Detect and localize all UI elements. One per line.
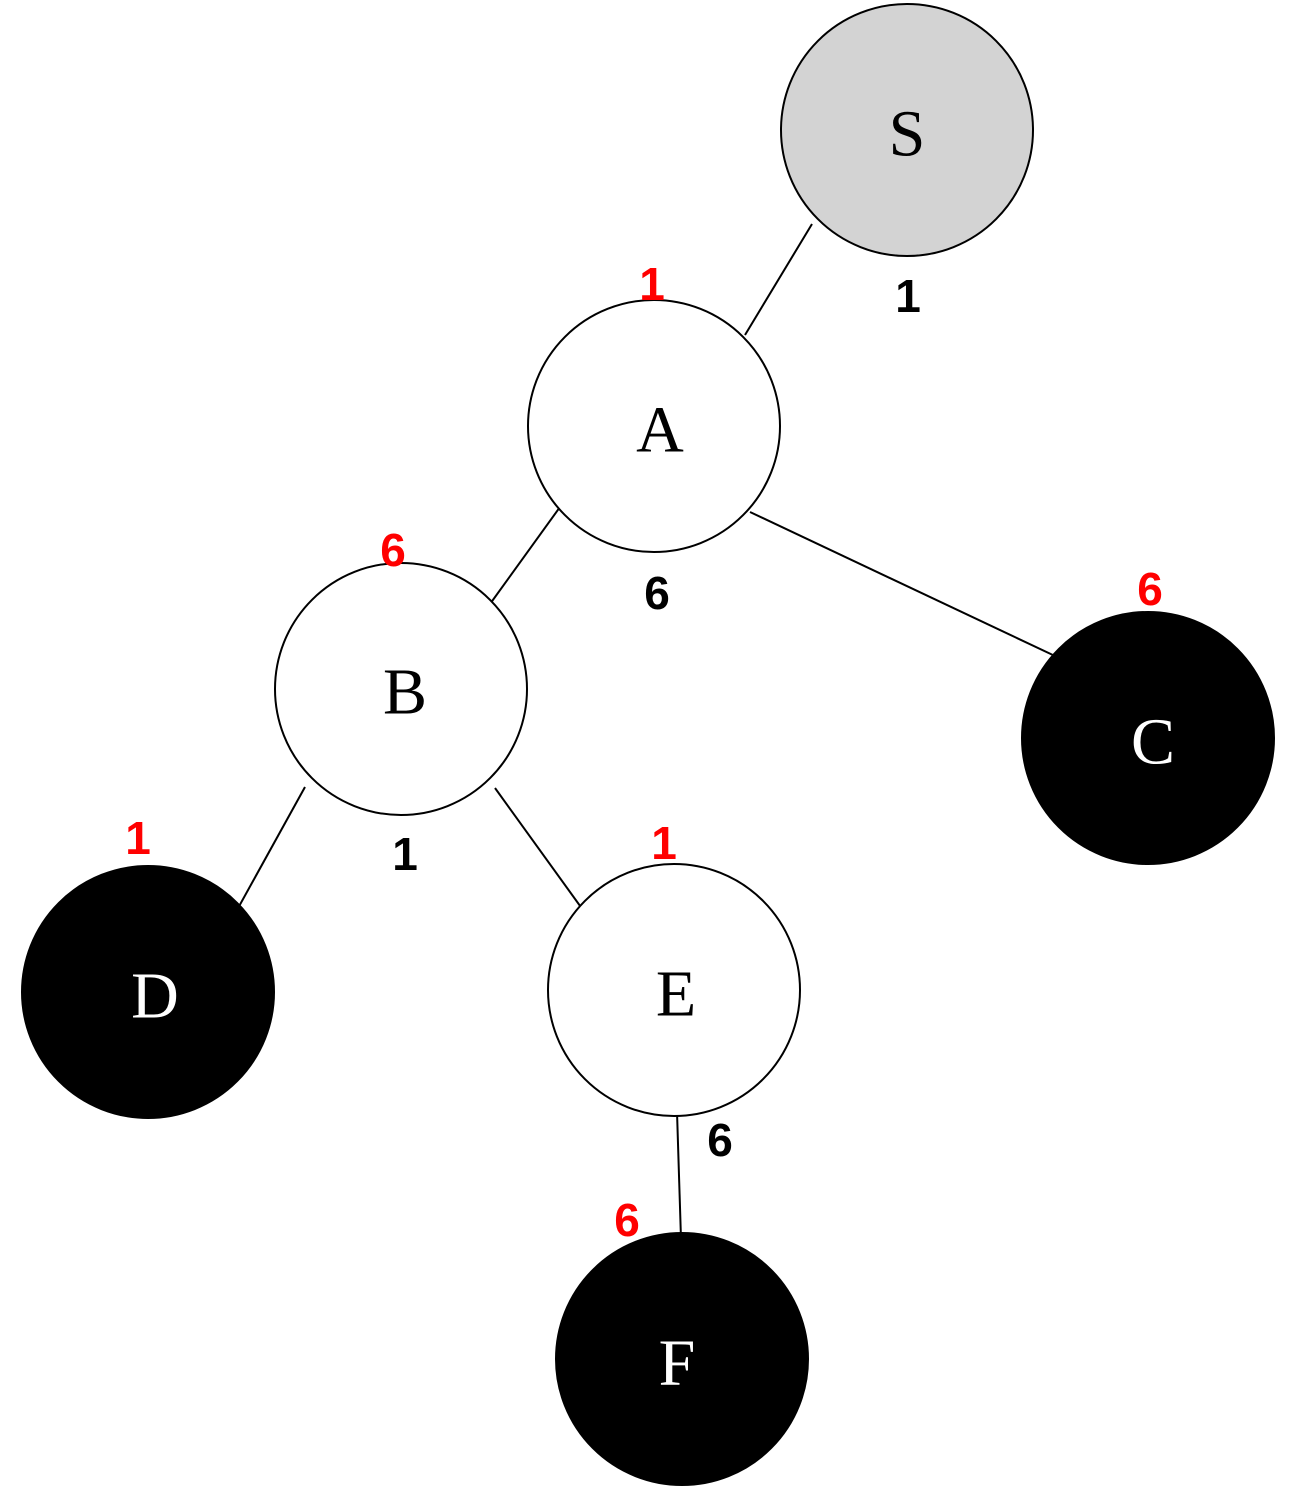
node-d: D xyxy=(21,865,275,1119)
node-c-circle xyxy=(1021,611,1275,865)
edge-a-c xyxy=(749,511,1056,657)
node-d-label: D xyxy=(131,960,179,1033)
node-s: S xyxy=(780,3,1034,257)
node-b: B xyxy=(274,562,528,816)
node-a-label: A xyxy=(636,394,684,467)
weight-e-black: 6 xyxy=(707,1114,733,1166)
weights: 1 1 6 6 1 6 1 1 6 6 xyxy=(125,258,1163,1246)
weight-s-black: 1 xyxy=(895,270,921,322)
node-b-circle xyxy=(274,562,528,816)
node-s-label: S xyxy=(889,98,926,171)
node-e-circle xyxy=(547,863,801,1117)
node-f-label: F xyxy=(659,1327,696,1400)
node-a-circle xyxy=(527,299,781,553)
edge-b-e xyxy=(494,787,584,911)
weight-c-red: 6 xyxy=(1137,563,1163,615)
weight-a-black: 6 xyxy=(644,567,670,619)
weight-d-red: 1 xyxy=(125,812,151,864)
edge-b-d xyxy=(236,786,306,911)
weight-b-black: 1 xyxy=(392,828,418,880)
node-b-label: B xyxy=(383,656,427,729)
node-f: F xyxy=(555,1232,809,1486)
weight-a-red: 1 xyxy=(639,258,665,310)
edge-e-f xyxy=(676,1111,682,1240)
node-a: A xyxy=(527,299,781,553)
node-e-label: E xyxy=(656,958,696,1031)
node-e: E xyxy=(547,863,801,1117)
edge-a-b xyxy=(489,506,561,605)
node-f-circle xyxy=(555,1232,809,1486)
node-d-circle xyxy=(21,865,275,1119)
node-c: C xyxy=(1021,611,1275,865)
node-c-label: C xyxy=(1131,706,1175,779)
edge-s-a xyxy=(744,223,813,336)
weight-b-red: 6 xyxy=(380,524,406,576)
weight-e-red: 1 xyxy=(651,817,677,869)
edges xyxy=(236,223,1056,1240)
weight-f-red: 6 xyxy=(614,1194,640,1246)
node-s-circle xyxy=(780,3,1034,257)
